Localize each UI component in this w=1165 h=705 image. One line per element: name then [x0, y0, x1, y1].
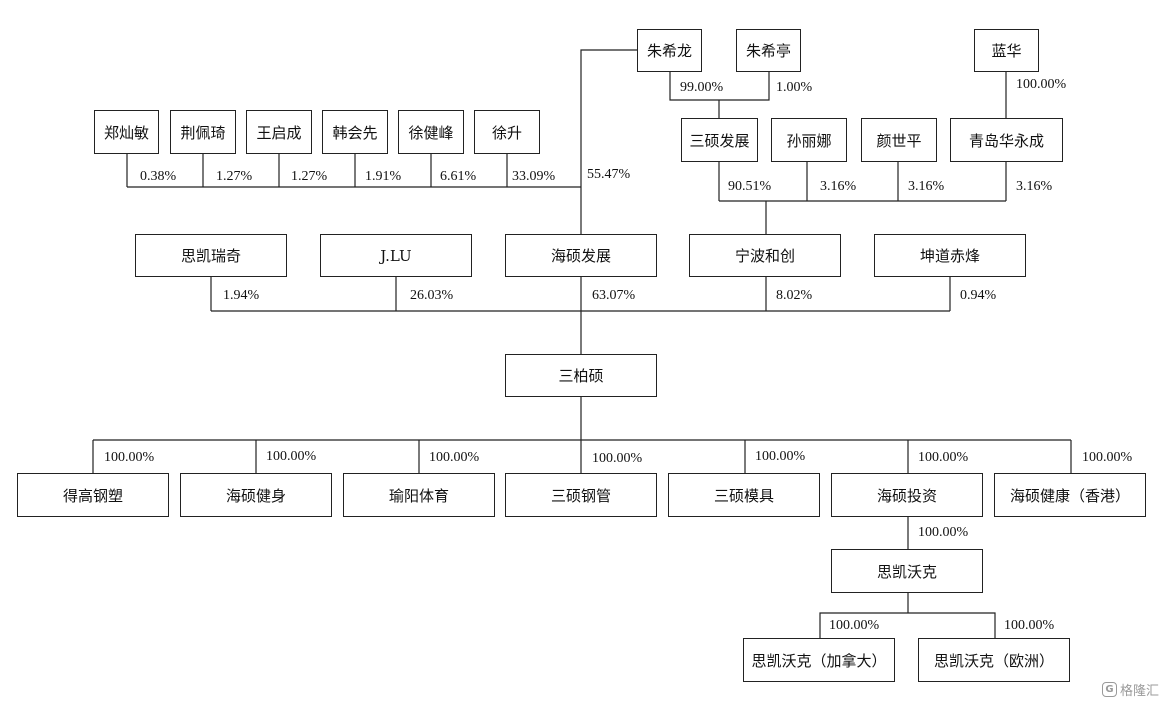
pct-sikai-woke: 100.00%	[918, 525, 969, 540]
pct-kundao-chifeng: 0.94%	[960, 288, 997, 303]
pct-xu-sheng: 33.09%	[512, 169, 556, 184]
node-sikai-woke-eu: 思凯沃克（欧洲）	[918, 638, 1070, 682]
watermark-logo-icon: G	[1101, 682, 1117, 697]
pct-haishuo-jianshen: 100.00%	[266, 449, 317, 464]
pct-ningbo-hechuang: 8.02%	[776, 288, 813, 303]
pct-haishuo-fazhan: 63.07%	[592, 288, 636, 303]
pct-sikai-ruiqi: 1.94%	[223, 288, 260, 303]
pct-sanshuo-fazhan: 90.51%	[728, 179, 772, 194]
node-yan-shiping: 颜世平	[861, 118, 937, 162]
node-sikai-ruiqi: 思凯瑞奇	[135, 234, 287, 277]
watermark: G 格隆汇	[1101, 680, 1159, 699]
pct-zheng-canmin: 0.38%	[140, 169, 177, 184]
node-zhu-xiting: 朱希亭	[736, 29, 801, 72]
node-sun-lina: 孙丽娜	[771, 118, 847, 162]
pct-degao-gangsu: 100.00%	[104, 450, 155, 465]
pct-yuyang-tiyu: 100.00%	[429, 450, 480, 465]
node-xu-sheng: 徐升	[474, 110, 540, 154]
watermark-text: 格隆汇	[1119, 684, 1159, 699]
node-haishuo-fazhan: 海硕发展	[505, 234, 657, 277]
pct-jlu: 26.03%	[410, 288, 454, 303]
pct-jing-peiqi: 1.27%	[216, 169, 253, 184]
node-ningbo-hechuang: 宁波和创	[689, 234, 841, 277]
node-han-huixian: 韩会先	[322, 110, 388, 154]
pct-sun-lina: 3.16%	[820, 179, 857, 194]
node-lan-hua: 蓝华	[974, 29, 1039, 72]
pct-sanshuo-gangguan: 100.00%	[592, 451, 643, 466]
pct-sanshuo-muju: 100.00%	[755, 449, 806, 464]
node-xu-jianfeng: 徐健峰	[398, 110, 464, 154]
node-jlu: J.LU	[320, 234, 472, 277]
node-qingdao-huayongcheng: 青岛华永成	[950, 118, 1063, 162]
pct-zhu-xiting-sanshuo: 1.00%	[776, 80, 813, 95]
node-haishuo-jiankang-hk: 海硕健康（香港）	[994, 473, 1146, 517]
node-wang-qicheng: 王启成	[246, 110, 312, 154]
node-degao-gangsu: 得高钢塑	[17, 473, 169, 517]
pct-sikai-woke-eu: 100.00%	[1004, 618, 1055, 633]
node-yuyang-tiyu: 瑜阳体育	[343, 473, 495, 517]
pct-zhu-xilong-haishuo: 55.47%	[587, 167, 631, 182]
pct-yan-shiping: 3.16%	[908, 179, 945, 194]
node-zheng-canmin: 郑灿敏	[94, 110, 159, 154]
node-kundao-chifeng: 坤道赤烽	[874, 234, 1026, 277]
pct-qingdao-huayongcheng: 3.16%	[1016, 179, 1053, 194]
node-sikai-woke: 思凯沃克	[831, 549, 983, 593]
node-sanshuo-fazhan: 三硕发展	[681, 118, 758, 162]
line-zhu-to-haishuo	[580, 49, 638, 234]
node-haishuo-touzi: 海硕投资	[831, 473, 983, 517]
node-sanshuo-gangguan: 三硕钢管	[505, 473, 657, 517]
pct-xu-jianfeng: 6.61%	[440, 169, 477, 184]
pct-zhu-xilong-sanshuo: 99.00%	[680, 80, 724, 95]
node-sanboshuo: 三柏硕	[505, 354, 657, 397]
pct-lan-hua: 100.00%	[1016, 77, 1067, 92]
node-sikai-woke-ca: 思凯沃克（加拿大）	[743, 638, 895, 682]
pct-haishuo-jiankang-hk: 100.00%	[1082, 450, 1133, 465]
node-zhu-xilong: 朱希龙	[637, 29, 702, 72]
node-haishuo-jianshen: 海硕健身	[180, 473, 332, 517]
pct-wang-qicheng: 1.27%	[291, 169, 328, 184]
node-sanshuo-muju: 三硕模具	[668, 473, 820, 517]
pct-han-huixian: 1.91%	[365, 169, 402, 184]
pct-sikai-woke-ca: 100.00%	[829, 618, 880, 633]
node-jing-peiqi: 荆佩琦	[170, 110, 236, 154]
line-overseas	[819, 612, 996, 638]
pct-haishuo-touzi: 100.00%	[918, 450, 969, 465]
